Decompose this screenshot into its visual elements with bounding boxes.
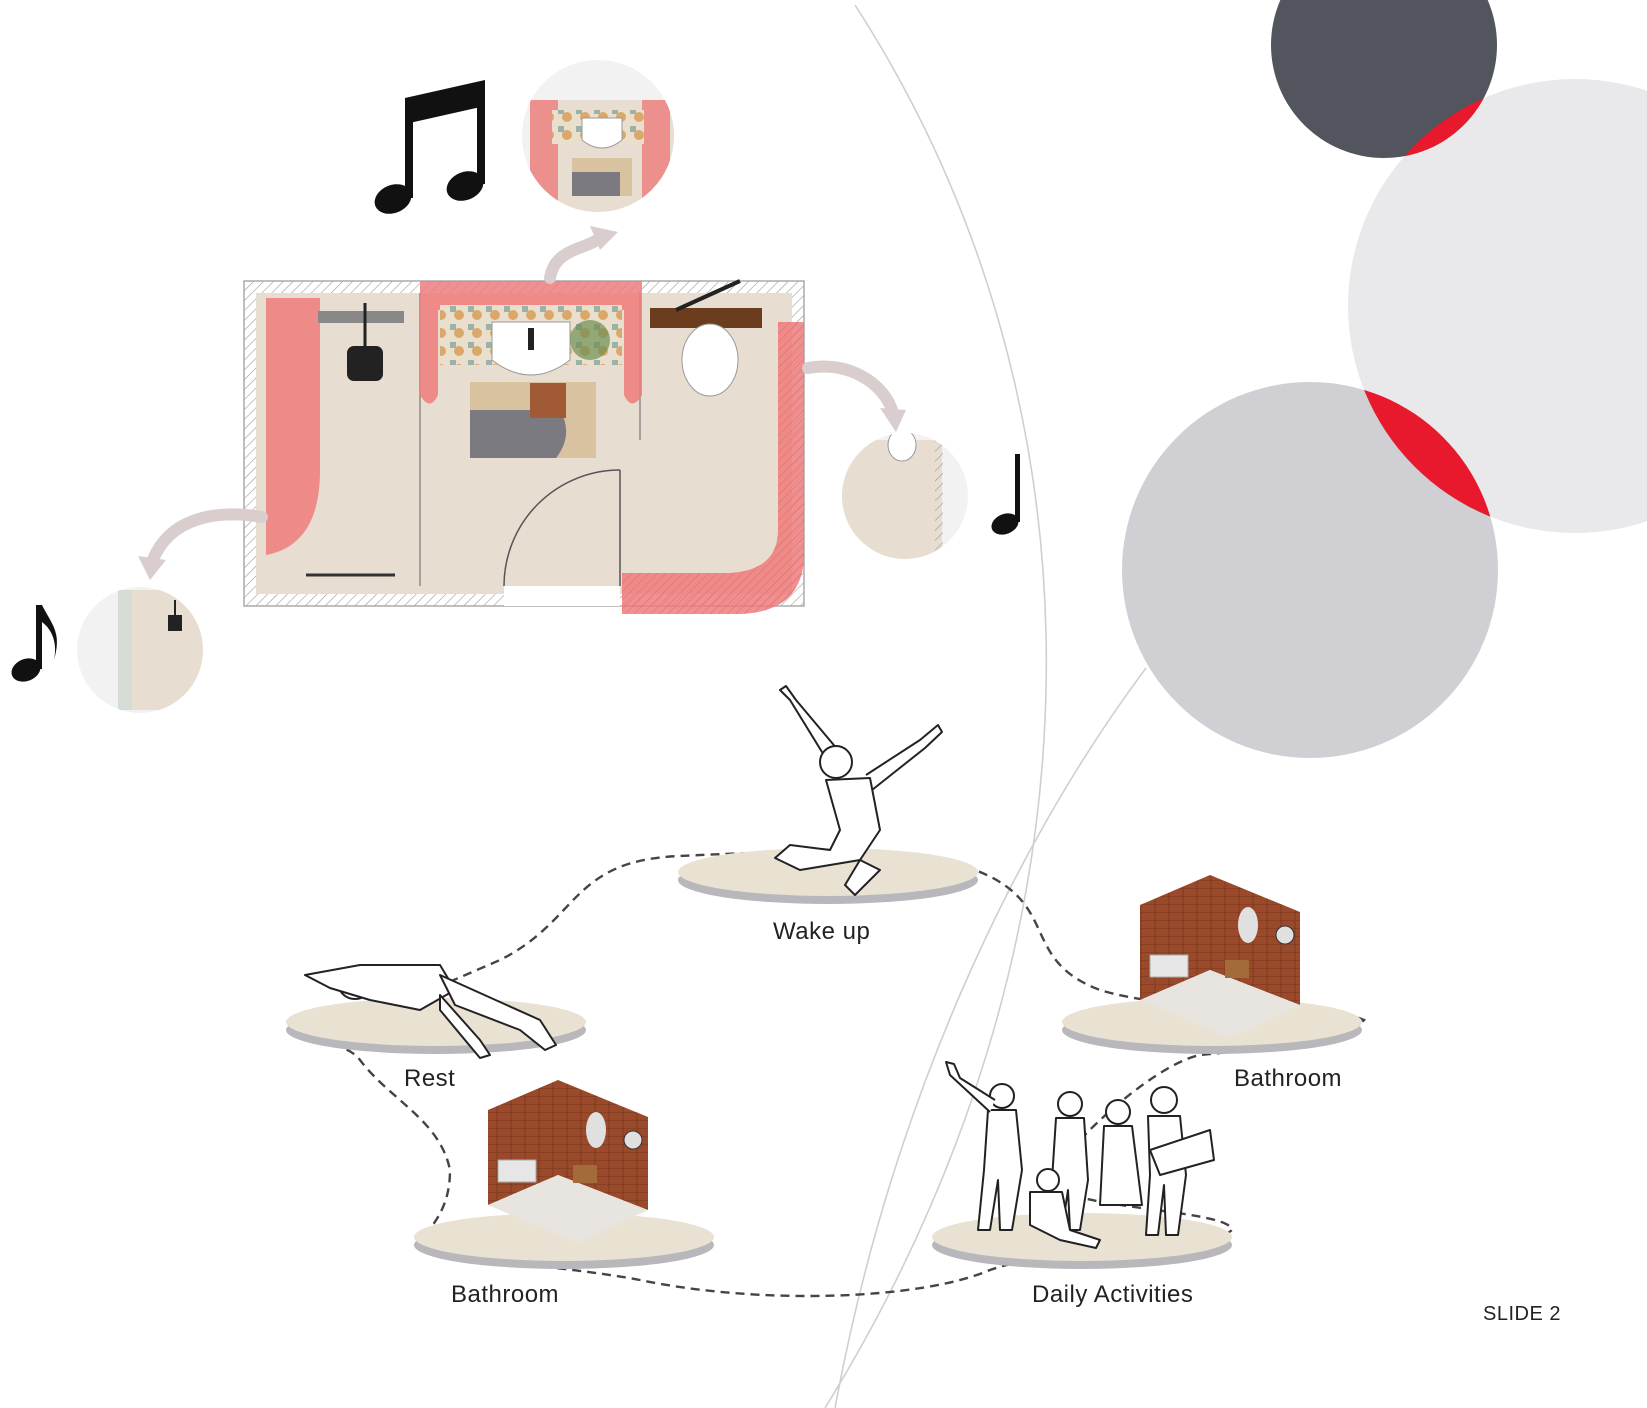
label-daily-activities: Daily Activities: [1032, 1281, 1193, 1309]
label-rest: Rest: [404, 1065, 455, 1093]
music-beamed-notes-icon: [370, 80, 488, 219]
label-bathroom-right: Bathroom: [1234, 1065, 1342, 1093]
detail-bubble-shower: [77, 587, 203, 713]
detail-bubble-toilet: [842, 429, 968, 560]
detail-bubble-vanity: [522, 60, 680, 220]
label-wake-up: Wake up: [773, 918, 870, 946]
label-bathroom-left: Bathroom: [451, 1281, 559, 1309]
wet-zone-highlight: [266, 298, 320, 555]
people-group-figures: [946, 1062, 1214, 1248]
music-quarter-note-icon: [988, 454, 1021, 539]
venn-circles: [1122, 0, 1647, 758]
slide-number: SLIDE 2: [1483, 1303, 1561, 1326]
bathroom-floor-plan: [244, 281, 804, 614]
music-eighth-note-icon: [8, 605, 57, 686]
